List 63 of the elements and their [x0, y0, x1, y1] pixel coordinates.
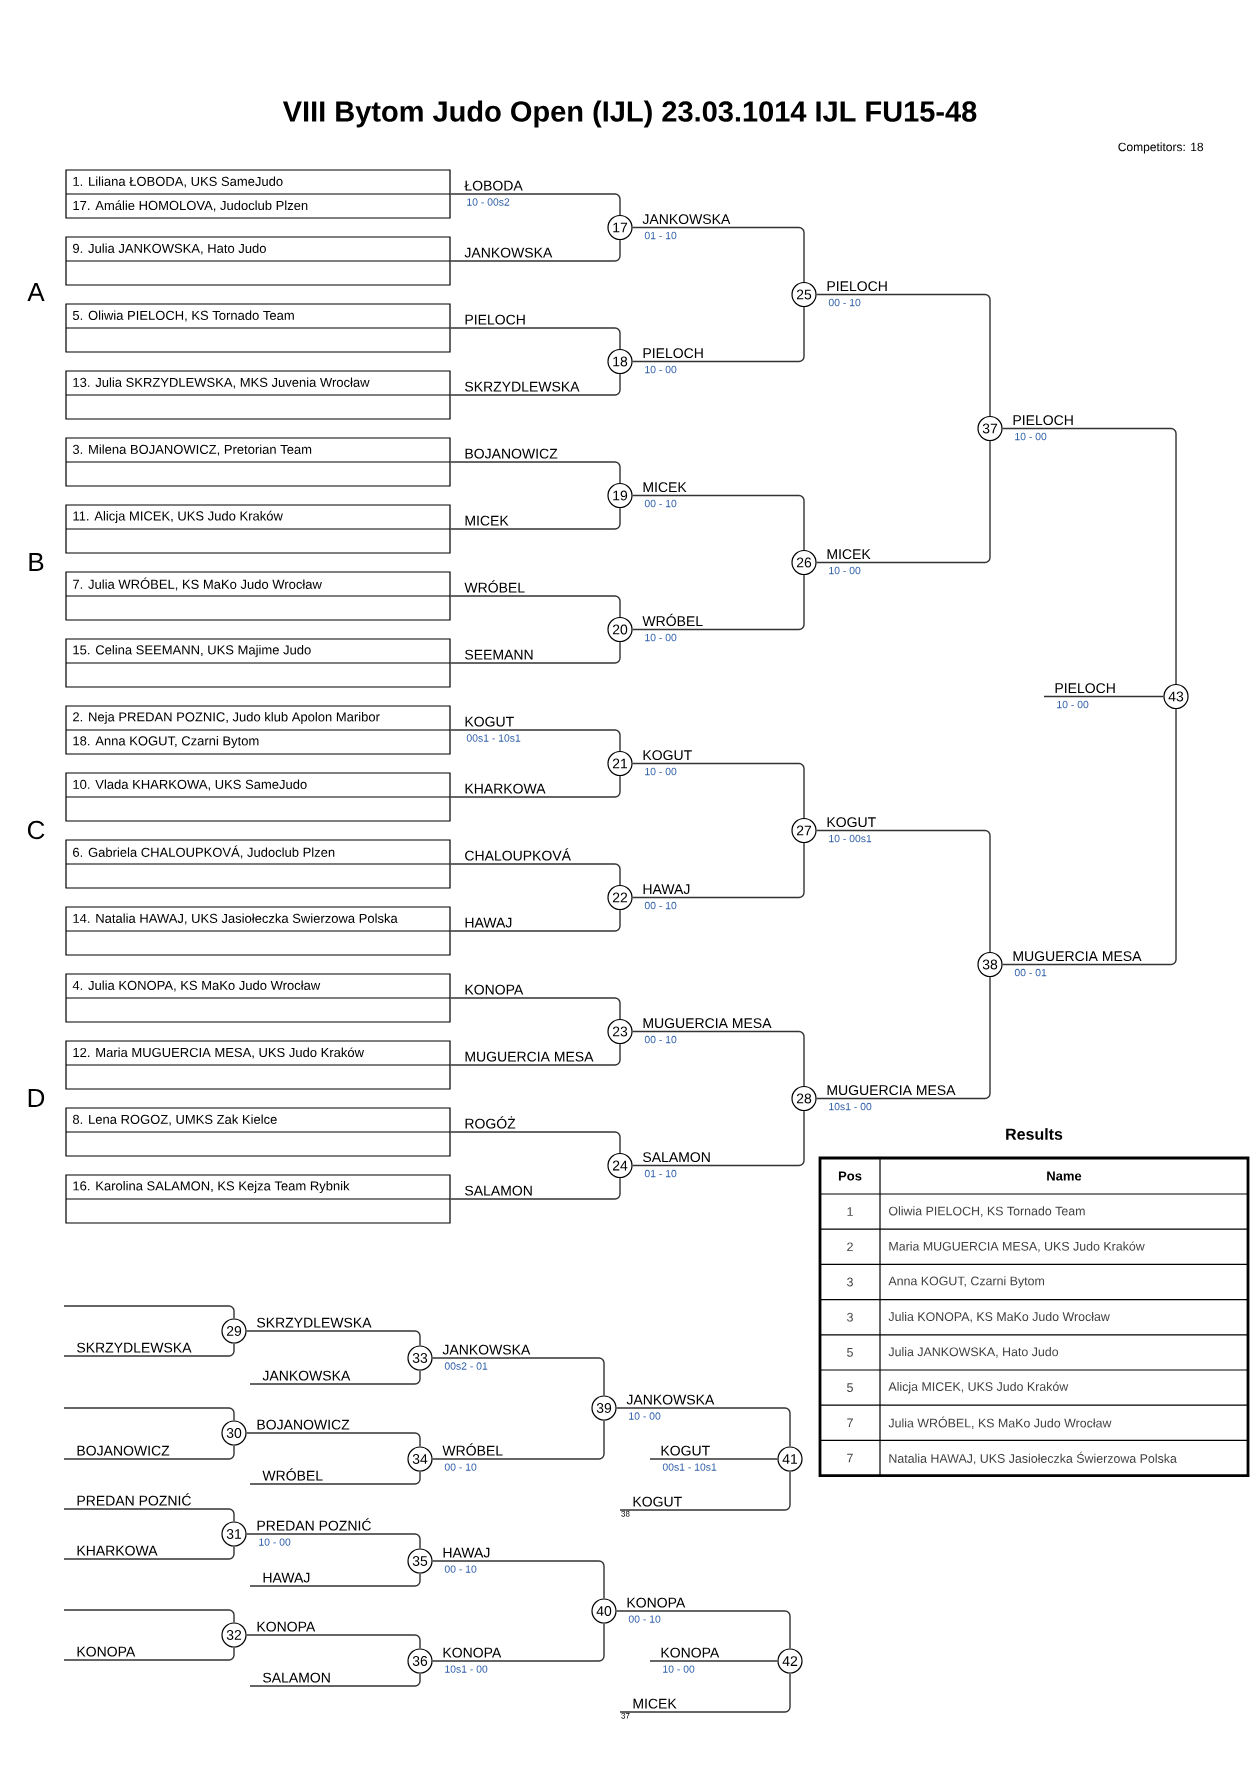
bracket-line	[631, 762, 805, 819]
bracket-line	[815, 976, 991, 1100]
bracket-line	[449, 461, 621, 484]
group-letter: D	[28, 1089, 45, 1107]
bracket-line	[449, 863, 621, 886]
bracket-line	[1001, 708, 1177, 966]
table-title: Results	[1006, 1128, 1063, 1140]
bracket-line	[63, 1342, 235, 1357]
bracket-line	[449, 909, 621, 932]
bracket-line	[449, 595, 621, 618]
bracket-line	[245, 1330, 421, 1347]
bracket-line	[619, 1672, 791, 1713]
bracket-line	[449, 1043, 621, 1066]
bracket-line	[249, 1672, 421, 1687]
bracket-line	[431, 1419, 605, 1460]
bracket-line	[63, 1609, 235, 1624]
bracket-line	[63, 1407, 235, 1422]
bracket-line	[431, 1560, 605, 1600]
bracket-line	[249, 1369, 421, 1385]
bracket-line	[631, 842, 805, 899]
bracket-line	[449, 997, 621, 1020]
bracket-line	[63, 1444, 235, 1460]
bracket-line	[1043, 695, 1165, 698]
bracket-line	[449, 193, 621, 216]
bracket-line	[815, 293, 991, 417]
bracket-line	[649, 1458, 779, 1460]
bracket-line	[63, 1305, 235, 1320]
title: VIII Bytom Judo Open (IJL) 23.03.1014 IJL FU15-48	[282, 100, 977, 128]
bracket-line	[631, 1030, 805, 1087]
bracket-line	[449, 1177, 621, 1200]
group-letter: A	[27, 283, 45, 301]
bracket-line	[449, 775, 621, 798]
bracket-line	[619, 1470, 791, 1511]
bracket-line	[431, 1622, 605, 1662]
bracket-line	[245, 1432, 421, 1448]
group-letter: C	[27, 820, 45, 840]
bracket-line	[449, 641, 621, 664]
bracket-line	[449, 507, 621, 530]
bracket-line	[449, 373, 621, 396]
bracket-line	[63, 1545, 235, 1560]
bracket-line	[815, 829, 991, 953]
group-letter: B	[29, 553, 44, 571]
bracket-line	[815, 440, 991, 564]
bracket-line	[245, 1533, 421, 1550]
bracket-line	[615, 1407, 791, 1448]
bracket-line	[649, 1660, 779, 1662]
bracket-line	[631, 494, 805, 551]
bracket-line	[615, 1610, 791, 1650]
bracket-line	[63, 1646, 235, 1661]
bracket-line	[249, 1470, 421, 1485]
bracket-line	[631, 1110, 805, 1167]
bracket-line	[449, 1131, 621, 1154]
bracket-line	[431, 1357, 605, 1397]
bracket-line	[631, 574, 805, 631]
bracket-line	[631, 226, 805, 283]
bracket-line	[449, 729, 621, 752]
bracket-line	[245, 1634, 421, 1650]
bracket-line	[63, 1508, 235, 1523]
bracket-line	[1001, 427, 1177, 685]
bracket-line	[249, 1572, 421, 1587]
bracket-line	[631, 306, 805, 363]
bracket-line	[449, 327, 621, 350]
bracket-line	[449, 239, 621, 262]
